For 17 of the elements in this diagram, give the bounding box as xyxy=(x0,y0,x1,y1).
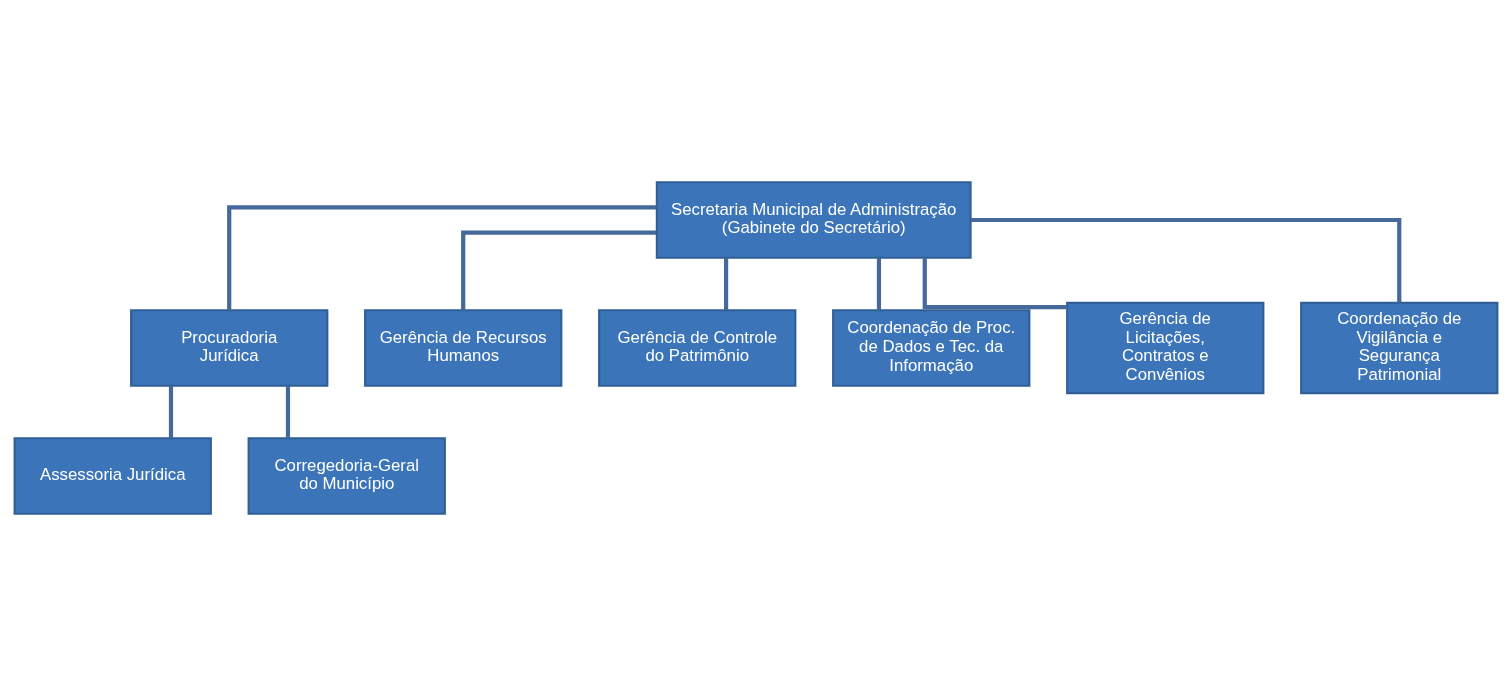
node-box: Gerência de Licitações, Contratos e Convênios xyxy=(1065,301,1264,395)
node-box: Coordenação de Proc. de Dados e Tec. da Informação xyxy=(831,309,1030,387)
connector xyxy=(723,258,728,310)
node-box: Coordenação de Vigilância e Segurança Patrimonial xyxy=(1299,301,1498,395)
connector xyxy=(460,230,656,311)
node-box: Gerência de Controle do Patrimônio xyxy=(597,309,796,387)
connector xyxy=(168,386,173,438)
connector xyxy=(876,258,881,310)
connector xyxy=(970,217,1401,303)
connector xyxy=(285,386,290,438)
connector xyxy=(922,257,1067,310)
node-box: Assessoria Jurídica xyxy=(13,437,212,515)
node-box: Corregedoria-Geral do Município xyxy=(247,437,446,515)
connector xyxy=(226,205,657,310)
node-box: Secretaria Municipal de Administração (Gabinete do Secretário) xyxy=(655,181,972,259)
node-box: Procuradoria Jurídica xyxy=(129,309,328,387)
node-box: Gerência de Recursos Humanos xyxy=(363,309,562,387)
